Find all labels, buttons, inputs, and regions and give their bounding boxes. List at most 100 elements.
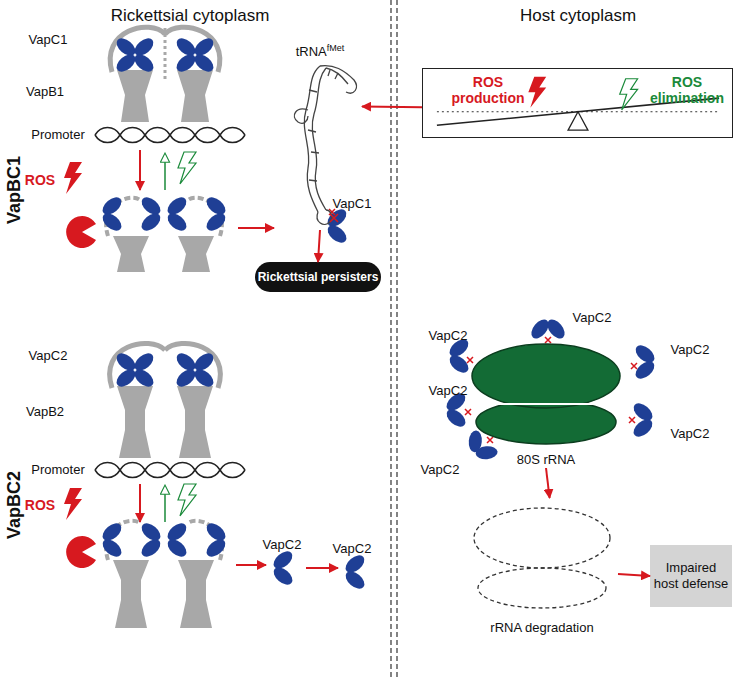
cleavage-mark	[631, 363, 637, 369]
antitoxin-shape	[178, 236, 214, 272]
antitoxin-shape	[113, 236, 214, 272]
stress-label: ROS	[25, 172, 55, 188]
toxin-half	[528, 316, 568, 341]
cleavage-mark	[545, 337, 551, 343]
antitoxin-shape	[117, 70, 153, 122]
secretion-arrow	[306, 567, 338, 569]
toxin-half	[203, 194, 228, 234]
cleavage-mark	[629, 417, 635, 423]
toxin-half	[164, 520, 189, 560]
membrane-line	[391, 0, 397, 680]
restoration-arrow	[164, 154, 166, 190]
antitoxin-shape	[117, 386, 213, 458]
release-arrow	[238, 227, 274, 229]
toxin-half	[99, 520, 124, 560]
trna-structure-part	[312, 68, 326, 210]
toxin-dimer	[173, 350, 198, 390]
protein-label: VapC2	[671, 426, 710, 442]
flow-arrow	[362, 106, 422, 109]
dna-helix	[95, 128, 245, 143]
antitoxin-link	[164, 28, 167, 80]
trna-structure-part	[294, 109, 308, 123]
dna-helix	[95, 463, 245, 478]
balance-box-part	[568, 112, 588, 130]
outcome-label: Rickettsial persisters	[258, 269, 379, 285]
free-toxin	[342, 552, 367, 592]
ribosome-label: 80S rRNA	[466, 452, 626, 468]
antitoxin-shape	[178, 560, 214, 628]
balance-label: ROS elimination	[645, 74, 729, 106]
toxin-dimer	[113, 350, 216, 390]
dna-helix	[95, 128, 245, 143]
degradation-label: rRNA degradation	[466, 620, 618, 636]
restoration-arrow	[164, 486, 166, 522]
ribosome-shape-part	[480, 403, 612, 405]
toxin-dimer	[131, 350, 156, 390]
antitoxin-shape	[177, 70, 213, 122]
cleavage-mark	[487, 437, 493, 443]
stress-label: ROS	[25, 497, 55, 513]
toxin-dimer	[173, 35, 198, 75]
degraded-ribosome-part	[474, 508, 610, 568]
toxin-half	[99, 520, 228, 560]
protease-shape	[66, 216, 96, 248]
cleavage-mark	[329, 209, 637, 443]
outcome-label: Impaired host defense	[650, 560, 732, 592]
region-heading: Host cytoplasm	[520, 8, 636, 24]
free-toxin	[270, 548, 295, 588]
repression-arrow	[139, 484, 141, 522]
balance-label: ROS production	[451, 74, 525, 106]
trna-structure-part	[320, 66, 356, 93]
system-name: VapBC1	[6, 156, 22, 224]
toxin-half	[138, 194, 163, 234]
toxin-dimer	[191, 35, 216, 75]
ribosome-shape-outline	[466, 338, 626, 468]
antitoxin-arm	[106, 521, 222, 560]
flow-arrow	[318, 230, 320, 262]
toxin-half	[632, 342, 657, 382]
release-arrow	[236, 564, 266, 566]
dna-helix	[95, 463, 245, 478]
balance-box-part	[620, 79, 638, 110]
toxin-half	[203, 520, 228, 560]
outcome-box: Impaired host defense	[650, 545, 732, 607]
trna-structure-part	[317, 210, 332, 224]
toxin-dimer	[113, 350, 138, 390]
balance-box: ROS production ROS elimination	[422, 68, 733, 138]
dna-helix	[95, 128, 245, 143]
trna-structure-part	[304, 66, 320, 212]
protein-label: VapC2	[429, 383, 468, 399]
protein-label: VapC1	[333, 196, 372, 212]
protein-label: VapB2	[26, 404, 64, 420]
toxin-half	[99, 194, 124, 234]
degraded-ribosome-part	[478, 568, 606, 608]
protein-label: VapC2	[263, 537, 302, 553]
free-toxin	[324, 206, 349, 246]
antitoxin-shape	[113, 560, 214, 628]
protein-label: VapC2	[421, 462, 460, 478]
dna-helix	[95, 463, 245, 478]
antitoxin-arm	[106, 198, 222, 236]
elimination-bolt	[178, 484, 196, 516]
free-toxin	[270, 548, 295, 588]
dna-label: Promoter	[31, 127, 84, 143]
ros-bolt	[64, 488, 82, 520]
ribosome-shape: 80S rRNA	[466, 338, 626, 468]
system-name: VapBC2	[6, 471, 22, 539]
dna-label: Promoter	[31, 462, 84, 478]
toxin-half	[443, 316, 657, 470]
repression-arrow	[139, 150, 141, 190]
toxin-half	[630, 400, 655, 440]
membrane-line	[396, 0, 397, 680]
protein-label: VapC2	[429, 328, 468, 344]
degraded-ribosome-outline	[466, 498, 618, 636]
flow-arrow	[618, 574, 650, 576]
persister-box: Rickettsial persisters	[255, 262, 381, 292]
free-toxin	[324, 206, 349, 246]
protein-label: VapC1	[29, 32, 68, 48]
toxin-half	[164, 194, 189, 234]
region-heading: Rickettsial cytoplasm	[111, 8, 270, 24]
toxin-half	[99, 194, 228, 234]
